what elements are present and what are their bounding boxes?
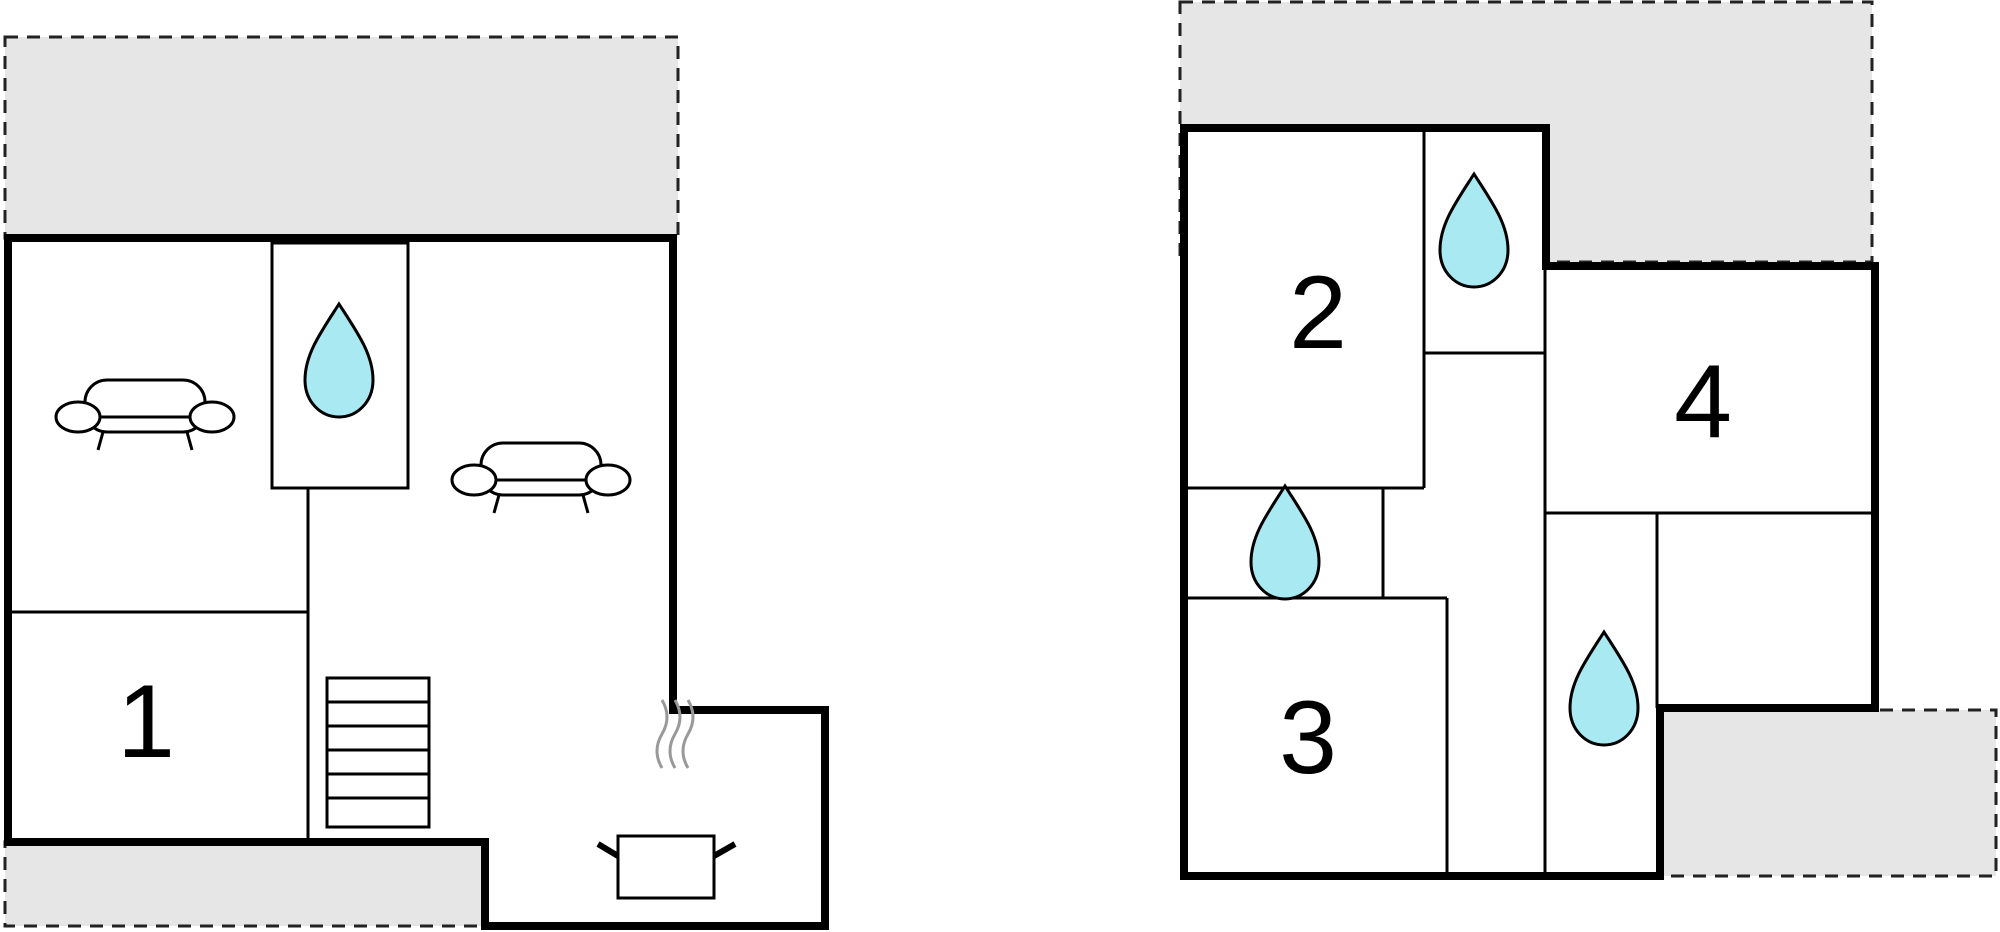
room-number-4: 4 (1674, 344, 1732, 460)
room-number-1: 1 (117, 664, 175, 780)
terrace-right (1658, 708, 1998, 878)
terrace-top (3, 35, 680, 240)
room-number-3: 3 (1279, 680, 1337, 796)
interior-walls (1184, 128, 1875, 876)
exterior-walls (1180, 124, 1879, 880)
building-floor (1184, 128, 1875, 876)
exterior-walls (4, 234, 829, 930)
ground-floor-plan: 1 (3, 35, 829, 930)
staircase (325, 676, 431, 829)
room-number-2: 2 (1289, 255, 1347, 371)
terrace-bottom (3, 840, 487, 928)
upper-floor-plan: 2 3 4 (1178, 0, 1998, 880)
cooking-pot-icon (596, 699, 737, 900)
